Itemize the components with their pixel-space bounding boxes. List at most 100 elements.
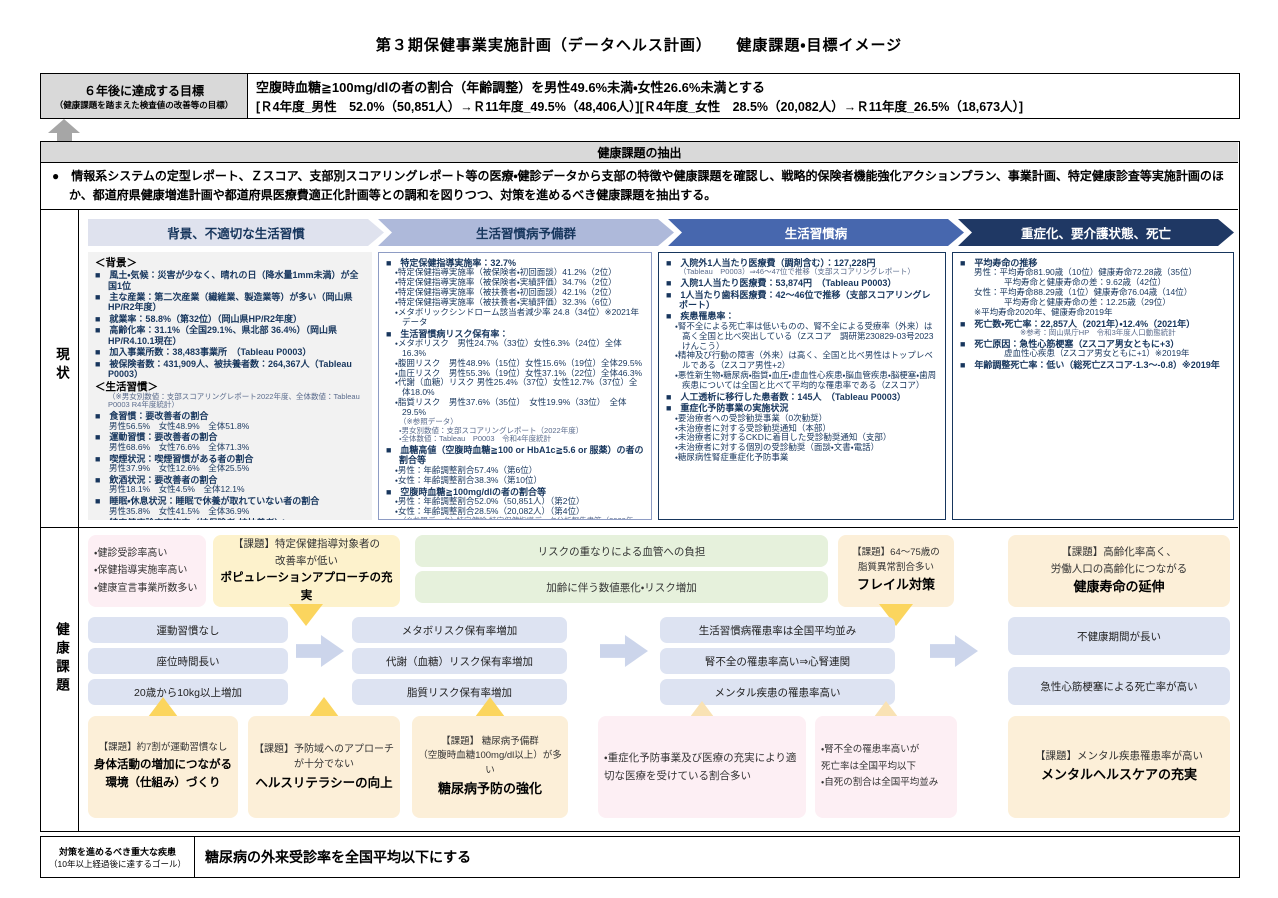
text-line: ・全体数値：Tableau P0003 令和4年度統計 [399,434,552,444]
text-line: ・腎不全の罹患率高いが [821,744,920,756]
current-column-disease: ■ 入院外1人当たり医療費（調剤含む）：127,228円（Tableau P00… [658,252,946,520]
text-line: ■ 重症化予防事業の実施状況 [666,403,789,414]
text-line: ■ 被保険者数：431,909人、被扶養者数：264,367人（Tableau … [95,358,352,380]
goal-label-line1: ６年後に達成する目標 [83,83,204,98]
text-line: ・特定保健指導実施率（被保険者・初回面談）41.2%（2位） [395,267,617,278]
text-line: ・重症化予防事業及び医療の充実により適切な医療を受けている割合多い [604,751,797,782]
trend-vascular-burden-box: リスクの重なりによる血管への負担 [415,535,828,567]
text-line: 改善率が低い [275,554,338,567]
flow-chip: 代謝（血糖）リスク保有率増加 [352,648,567,674]
side-label-health-issues: 健康課題 [54,622,69,696]
text-line: （※男女別数値：支部スコアリングレポート2022年度、全体数値：Tableau … [108,391,360,410]
text-line: ・男女別数値：支部スコアリングレポート（2022年度） [399,425,584,435]
text-line: ■ 疾患罹患率： [666,311,735,322]
strengths-box: ・健診受診率高い・保健指導実施率高い・健康宣言事業所数多い [88,535,206,607]
text-line: ・男性：年齢調整割合57.4%（第6位） [395,464,538,475]
current-column-severe-death: ■ 平均寿命の推移男性：平均寿命81.90歳（10位）健康寿命72.28歳（35… [952,252,1234,520]
stage-banner-lifestyle-background: 背景、不適切な生活習慣 [88,219,384,246]
flow-column-outcomes: 不健康期間が長い急性心筋梗塞による死亡率が高い [1008,617,1230,705]
divider-line [41,209,1238,210]
stage-banner-pre-disease: 生活習慣病予備群 [378,219,674,246]
flow-chip: 不健康期間が長い [1008,617,1230,655]
task-mental-health-box: 【課題】メンタル疾患罹患率が高いメンタルヘルスケアの充実 [1008,716,1230,818]
text-line: ・メタボリックシンドローム該当者減少率 24.8（34位）※2021年データ [395,306,640,327]
divider-line [78,209,79,832]
text-line: ・特定保健指導実施率（被扶養者・初回面談）42.1%（2位） [395,287,617,298]
flow-column-morbidity: 生活習慣病罹患率は全国平均並み腎不全の罹患率高い⇒心腎連関メンタル疾患の罹患率高… [660,617,895,705]
text-line: 平均寿命と健康寿命の差：9.62歳（42位） [1004,277,1166,288]
text-line: ■ 就業率：58.8%（第32位）（岡山県HP/R2年度） [95,313,302,324]
text-line: ・男性：年齢調整割合52.0%（50,851人）（第2位） [395,496,585,506]
text-line: ■ 平均寿命の推移 [960,258,1038,268]
text-line: （空腹時血糖100mg/dl以上）が多い [418,750,562,776]
text-line: ・未治療者に対する個別の受診勧奨（面談・文書・電話） [675,442,880,453]
text-line: フレイル対策 [856,577,935,593]
text-line: ・血圧リスク 男性55.3%（19位）女性37.1%（22位）全体46.3% [395,367,643,378]
text-line: ■ 食習慣：要改善者の割合 [95,411,209,422]
text-line: 【課題】約7割が運動習慣なし [98,742,228,754]
text-line: 環境（仕組み）づくり [105,777,221,790]
observation-kidney-box: ・腎不全の罹患率高いが死亡率は全国平均以下・自死の割合は全国平均並み [815,716,957,818]
task-healthy-lifespan-box: 【課題】高齢化率高く、労働人口の高齢化につながる健康寿命の延伸 [1008,535,1230,607]
text-line: ■ 血糖高値（空腹時血糖≧100 or HbA1c≧5.6 or 服薬）の者の割… [386,444,644,466]
text-line: ■ 1人当たり歯科医療費：42～46位で推移（支部スコアリングレポート） [666,289,931,310]
text-line: ・代謝（血糖）リスク 男性25.4%（37位）女性12.7%（37位）全体18.… [395,377,638,398]
text-line: ・特定保健指導実施率（被扶養者・実績評価）32.3%（6位） [395,297,617,308]
side-label-current-status: 現状 [54,347,69,384]
text-line: ※平均寿命2020年、健康寿命2019年 [974,306,1113,317]
arrow-down-icon [289,604,323,626]
text-line: 【課題】特定保健指導対象者の [233,538,380,551]
arrow-up-icon [475,697,505,717]
text-line: ・未治療者に対する受診勧奨通知（本部） [675,422,831,433]
text-line: ■ 特定健康診査実施率（被保険者・被扶養者）： [95,518,365,520]
page-title: 第３期保健事業実施計画（データヘルス計画） 健康課題・目標イメージ [375,37,903,54]
text-line: ■ 加入事業所数：38,483事業所 （Tableau P0003） [95,347,312,358]
trend-text: 加齢に伴う数値悪化・リスク増加 [546,581,697,594]
text-line: （※参照データ） [399,416,458,426]
text-line: ・腹囲リスク 男性48.9%（15位）女性15.6%（19位）全体29.5% [395,357,643,368]
text-line: ■ 主な産業：第二次産業（繊維業、製造業等）が多い（岡山県HP/R2年度） [95,292,353,313]
text-line: 糖尿病予防の強化 [437,780,542,796]
text-line: 男性18.1% 女性4.5% 全体12.1% [109,484,245,495]
text-line: ■ 特定保健指導実施率：32.7% [386,258,516,268]
task-frailty-box: 【課題】64～75歳の脂質異常割合多いフレイル対策 [838,535,954,607]
text-line: ■ 喫煙状況：喫煙習慣がある者の割合 [95,453,254,464]
text-line: 男性37.9% 女性12.6% 全体25.5% [109,463,250,474]
extraction-description: ● 情報系システムの定型レポート、Ｚスコア、支部別スコアリングレポート等の医療・… [52,169,1224,202]
text-line: 男性35.8% 女性41.5% 全体36.9% [109,505,250,516]
text-line: ・腎不全による死亡率は低いものの、腎不全による受療率（外来）は高く全国と比べ突出… [675,320,934,351]
current-column-pre-disease: ■ 特定保健指導実施率：32.7%・特定保健指導実施率（被保険者・初回面談）41… [378,252,652,520]
text-line: ■ 風土・気候：災害が少なく、晴れの日（降水量1mm未満）が全国1位 [95,270,359,291]
text-line: ＜背景＞ [95,257,137,269]
goal-label-line2: （健康課題を踏まえた検査値の改善等の目標） [54,99,234,110]
flow-chip: 生活習慣病罹患率は全国平均並み [660,617,895,643]
section-header-extraction: 健康課題の抽出 [41,142,1238,163]
six-year-goal-box: ６年後に達成する目標 （健康課題を踏まえた検査値の改善等の目標） 空腹時血糖≧1… [40,73,1240,119]
flow-chip: 脂質リスク保有率増加 [352,679,567,705]
goal-text-line1: 空腹時血糖≧100mg/dlの者の割合（年齢調整）を男性49.6%未満・女性26… [256,80,765,95]
text-line: 身体活動の増加につながる [94,758,232,771]
text-line: ■ 運動習慣：要改善者の割合 [95,432,218,443]
task-population-approach-box: 【課題】特定保健指導対象者の改善率が低いポピュレーションアプローチの充実 [213,535,400,607]
text-line: ・女性：年齢調整割合38.3%（第10位） [395,474,542,485]
text-line: が十分でない [294,759,354,770]
text-line: ■ 飲酒状況：要改善者の割合 [95,474,218,485]
flow-chip: 腎不全の罹患率高い⇒心腎連関 [660,648,895,674]
text-line: ＜生活習慣＞ [95,380,158,393]
text-line: ・女性：年齢調整割合28.5%（20,082人）（第4位） [395,505,585,516]
text-line: 女性：平均寿命88.29歳（1位）健康寿命76.04歳（14位） [974,287,1193,298]
text-line: ■ 睡眠・休息状況：睡眠で休養が取れていない者の割合 [95,496,320,507]
ten-year-goal-label: 対策を進めるべき重大な疾患 （10年以上経過後に達するゴール） [41,837,195,877]
text-line: ・健康宣言事業所数多い [94,582,198,594]
text-line: ■ 人工透析に移行した患者数：145人 （Tableau P0003） [666,391,906,402]
flow-chip: 運動習慣なし [88,617,288,643]
trend-aging-risk-box: 加齢に伴う数値悪化・リスク増加 [415,571,828,603]
arrow-up-icon [874,701,898,717]
text-line: 【課題】高齢化率高く、 [1061,546,1177,559]
text-line: ■ 入院1人当たり医療費：53,874円 （Tableau P0003） [666,278,897,289]
trend-text: リスクの重なりによる血管への負担 [537,545,706,558]
six-year-goal-label: ６年後に達成する目標 （健康課題を踏まえた検査値の改善等の目標） [41,74,248,118]
divider-line [41,527,1238,528]
text-line: 男性68.6% 女性76.6% 全体71.3% [109,441,250,452]
